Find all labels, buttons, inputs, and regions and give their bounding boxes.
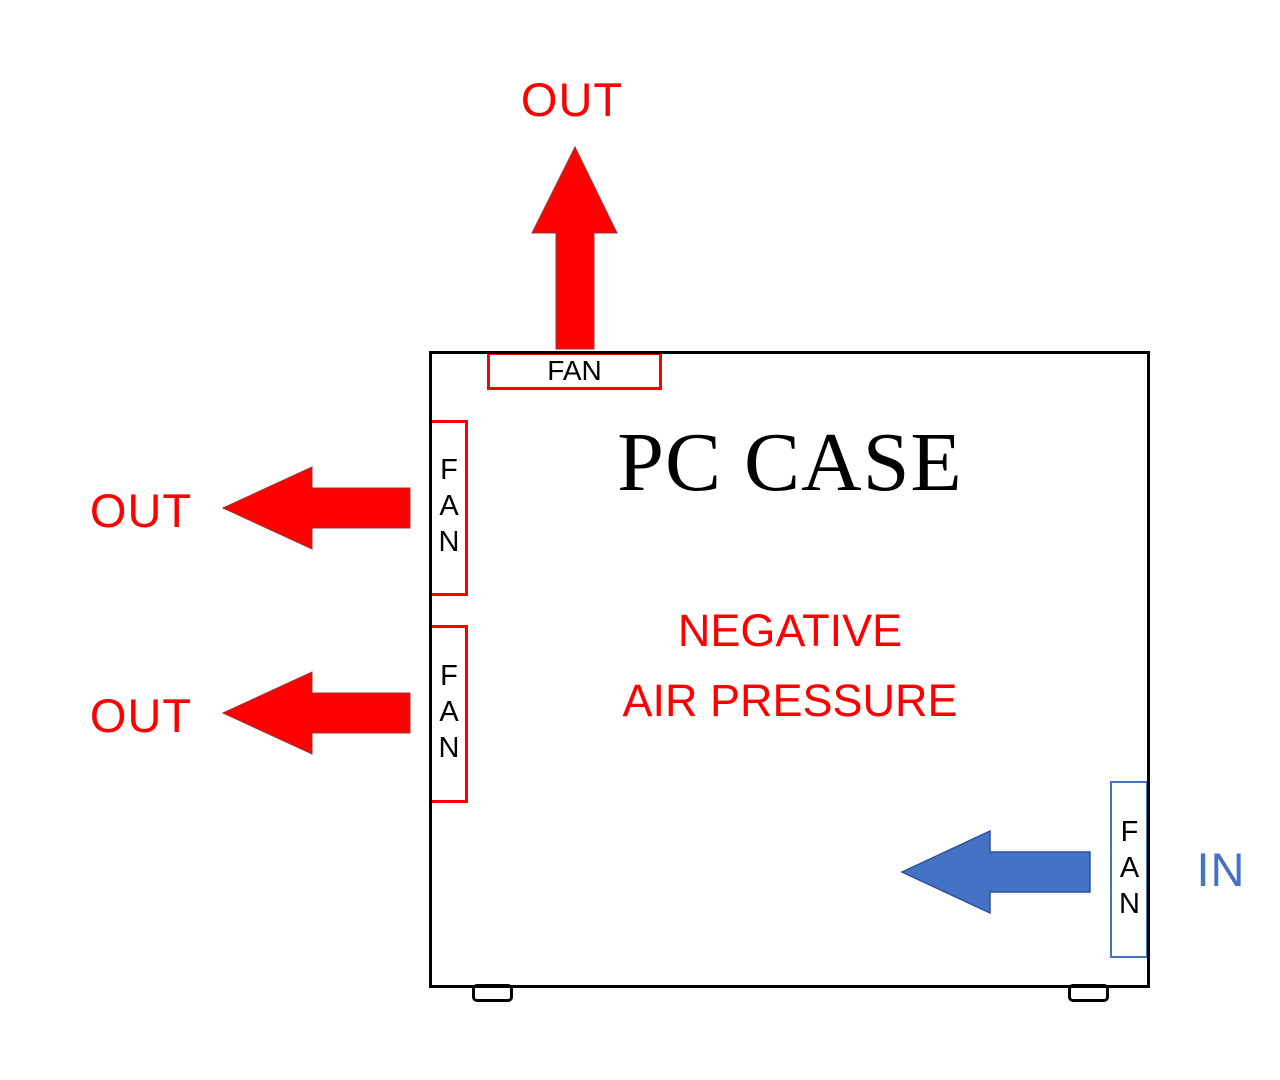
fan-left-lower-exhaust: FAN [429, 625, 468, 803]
arrow-out-left-upper-icon [221, 466, 411, 550]
airflow-label-out-left-upper: OUT [89, 484, 193, 537]
pressure-label: NEGATIVE AIR PRESSURE [430, 596, 1150, 736]
fan-left-upper-exhaust: FAN [429, 420, 468, 596]
fan-top-exhaust-label: FAN [547, 355, 602, 386]
airflow-label-out-left-lower: OUT [89, 689, 193, 742]
fan-left-lower-exhaust-label: FAN [433, 660, 465, 768]
case-title: PC CASE [617, 416, 963, 509]
arrow-out-left-lower-icon [221, 671, 411, 755]
fan-left-upper-exhaust-label: FAN [433, 454, 465, 562]
pressure-label-line2: AIR PRESSURE [622, 675, 958, 726]
pressure-label-line1: NEGATIVE [677, 605, 903, 656]
fan-right-intake: FAN [1110, 781, 1148, 958]
arrow-out-top-icon [531, 145, 618, 350]
arrow-in-right-icon [900, 829, 1091, 915]
fan-top-exhaust: FAN [487, 352, 662, 390]
airflow-label-in-right: IN [1196, 843, 1246, 896]
fan-right-intake-label: FAN [1113, 815, 1146, 924]
airflow-label-out-top: OUT [520, 73, 624, 126]
